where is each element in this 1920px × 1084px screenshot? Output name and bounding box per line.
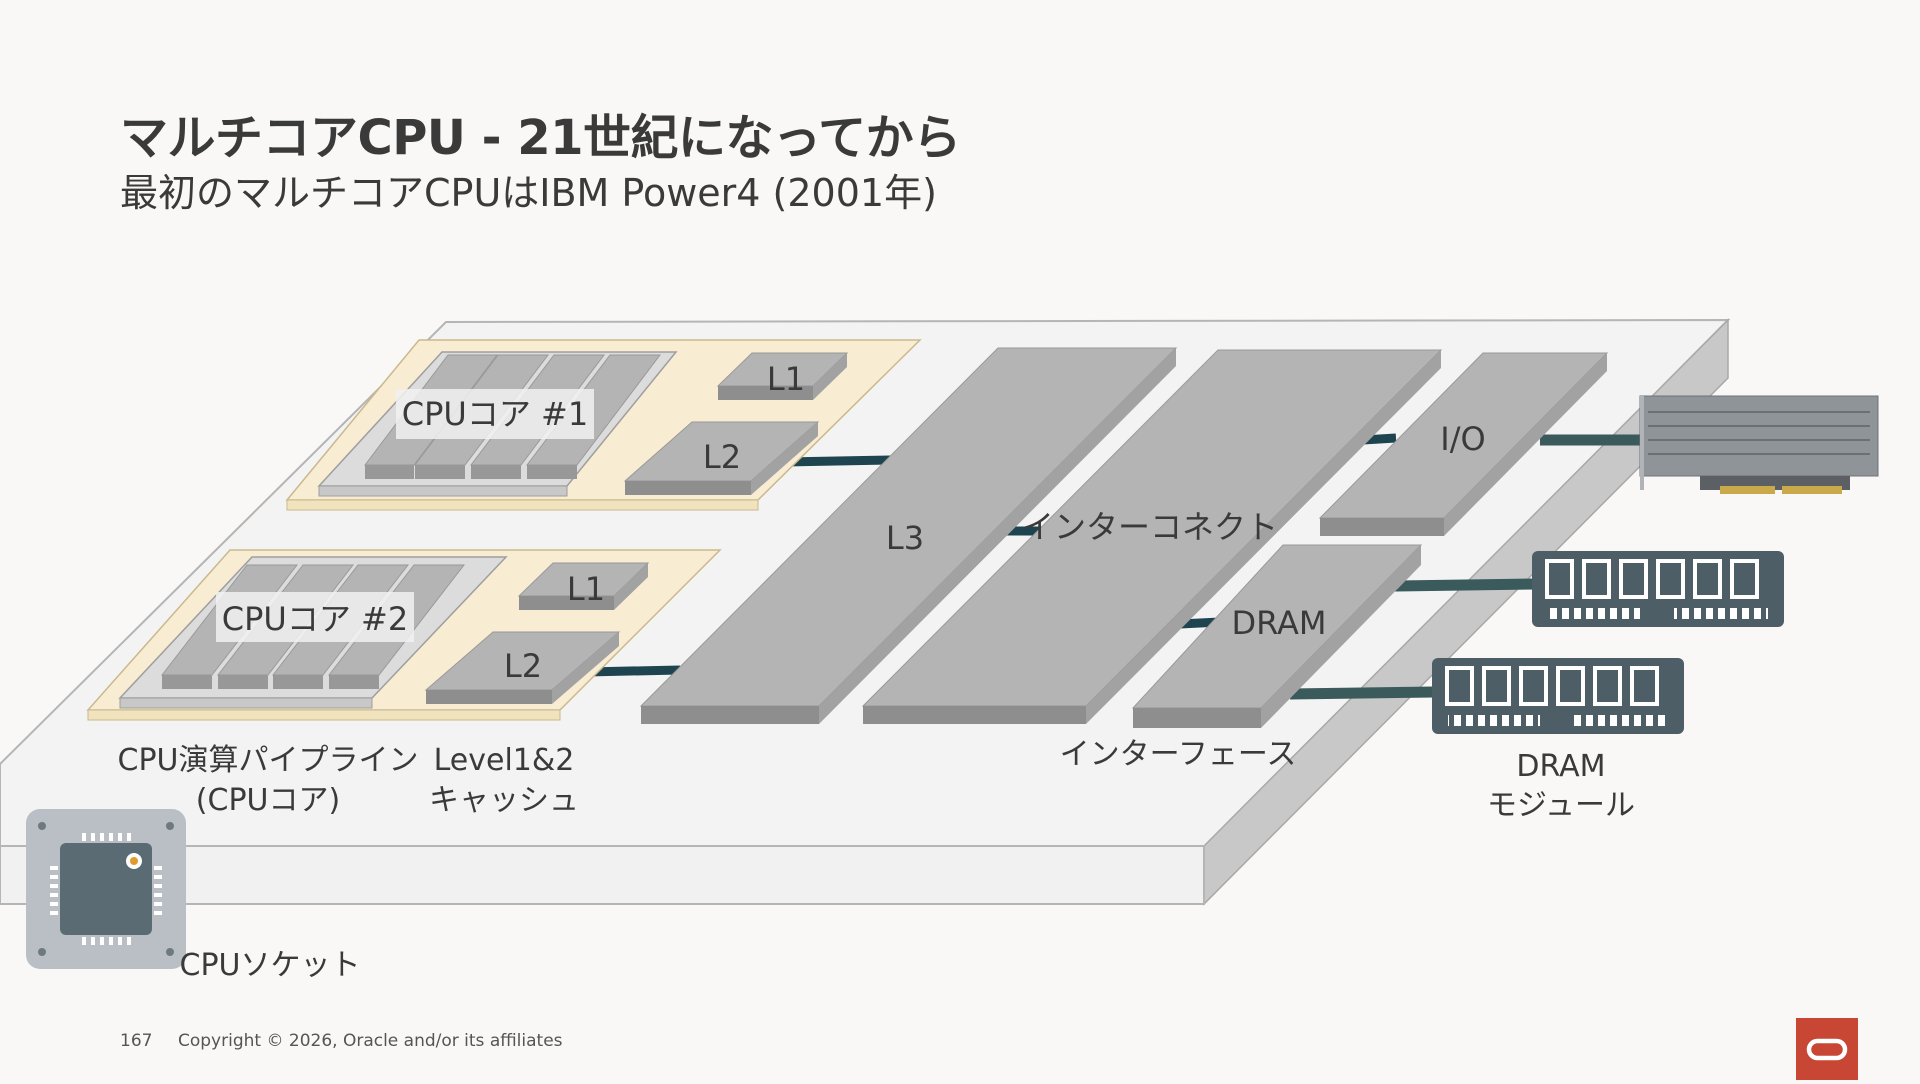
page-number: 167 — [120, 1031, 153, 1051]
interconnect-bar: インターコネクト — [861, 349, 1443, 724]
pipeline-label-line2: (CPUコア) — [196, 783, 340, 818]
core2-l2-label: L2 — [504, 647, 542, 685]
external-connector-lines — [1289, 434, 1640, 700]
core1-l1-label: L1 — [767, 360, 805, 398]
l3-label: L3 — [886, 519, 924, 557]
dram-label: DRAM — [1231, 604, 1326, 642]
dram-interface-block: DRAM — [1131, 544, 1423, 728]
core2-l1-cache: L1 — [517, 562, 650, 610]
cache-label-line2: キャッシュ — [429, 783, 579, 818]
dram-module-label-line2: モジュール — [1487, 788, 1635, 823]
pipeline-label-line1: CPU演算パイプライン — [118, 743, 419, 778]
copyright: Copyright © 2026, Oracle and/or its affi… — [178, 1031, 563, 1051]
interconnect-label: インターコネクト — [1022, 508, 1278, 546]
cache-label-line1: Level1&2 — [434, 743, 575, 778]
io-expansion-card — [1639, 395, 1879, 494]
dram-module-2 — [1432, 658, 1684, 734]
io-block: I/O — [1318, 352, 1609, 536]
dram-module-label-line1: DRAM — [1516, 749, 1605, 784]
io-label: I/O — [1440, 420, 1485, 458]
core1-l2-label: L2 — [703, 438, 741, 476]
dram-module-1 — [1532, 551, 1784, 627]
oracle-logo-icon — [1796, 1018, 1858, 1080]
core1-l1-cache: L1 — [716, 352, 849, 400]
cpu-socket-icon — [26, 809, 186, 969]
core1-label: CPUコア #1 — [402, 395, 588, 433]
slide-subtitle: 最初のマルチコアCPUはIBM Power4 (2001年) — [120, 171, 937, 215]
l3-cache: L3 — [639, 347, 1178, 724]
core1-l2-cache: L2 — [623, 421, 820, 495]
core2-l1-label: L1 — [567, 570, 605, 608]
slide-title: マルチコアCPU - 21世紀になってから — [120, 110, 961, 166]
core2-label: CPUコア #2 — [222, 600, 408, 638]
core2-l2-cache: L2 — [424, 631, 621, 704]
socket-label: CPUソケット — [180, 948, 361, 983]
interface-label: インターフェース — [1060, 737, 1297, 772]
